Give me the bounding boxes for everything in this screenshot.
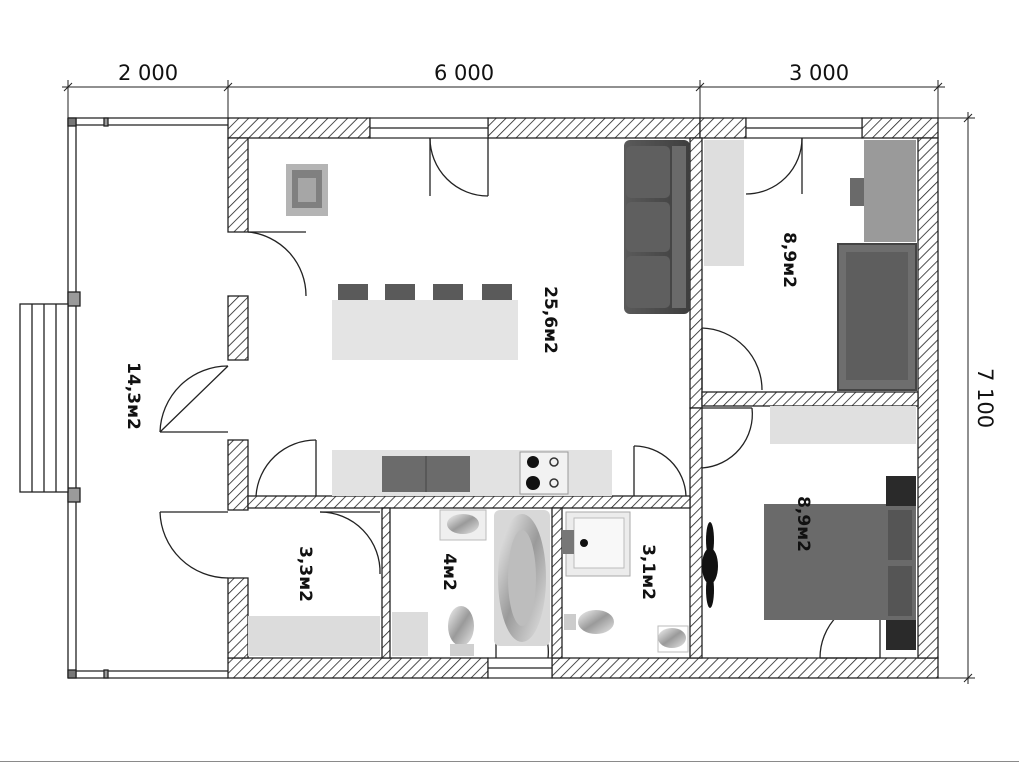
area-hall: 3,3м2 <box>295 546 315 602</box>
area-study: 8,9м2 <box>779 232 799 288</box>
dimension-lines <box>62 80 975 684</box>
area-bedroom: 8,9м2 <box>793 496 813 552</box>
dining-table-icon <box>332 284 518 360</box>
bottom-divider <box>0 761 1019 762</box>
entrance-steps <box>19 303 69 493</box>
walls <box>227 117 939 679</box>
dim-top-left: 2 000 <box>118 61 178 85</box>
area-living-kitchen: 25,6м2 <box>540 286 560 354</box>
study-furniture <box>704 140 917 391</box>
area-terrace: 14,3м2 <box>123 362 143 430</box>
terrace <box>67 117 228 679</box>
kitchen-counter-icon <box>332 450 612 496</box>
doors <box>159 137 881 659</box>
toilet-room-fixtures <box>562 511 689 653</box>
dim-right-side: 7 100 <box>973 368 997 428</box>
bedroom-furniture <box>764 406 916 650</box>
bathroom-fixtures <box>439 509 550 656</box>
sofa-icon <box>624 140 690 314</box>
windows <box>369 117 863 679</box>
dim-top-right: 3 000 <box>789 61 849 85</box>
hall-furniture <box>248 612 428 656</box>
fan-icon <box>702 522 718 608</box>
area-bathroom: 4м2 <box>439 553 459 591</box>
dim-top-middle: 6 000 <box>434 61 494 85</box>
area-toilet: 3,1м2 <box>638 544 658 600</box>
armchair-icon <box>286 164 328 216</box>
